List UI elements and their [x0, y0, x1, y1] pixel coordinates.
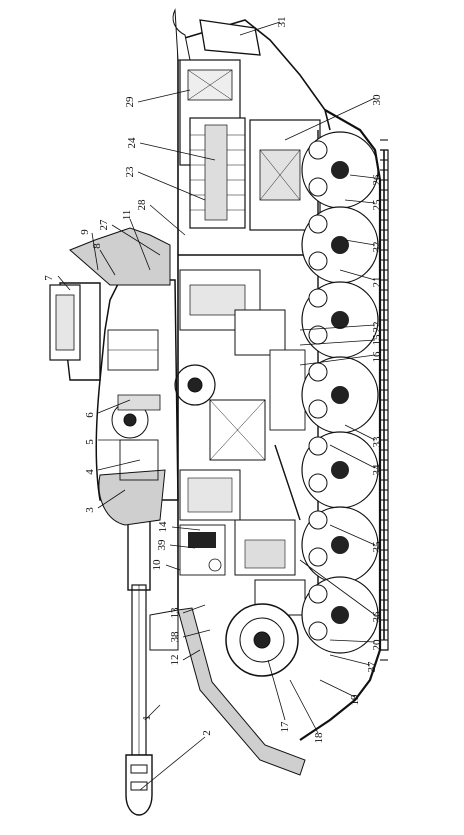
turret [49, 227, 179, 526]
callout-21: 21 [371, 277, 383, 288]
callout-25: 25 [371, 199, 383, 211]
callout-20: 20 [371, 639, 383, 651]
callout-39: 39 [156, 539, 168, 551]
callout-28: 28 [136, 199, 148, 211]
callout-3: 3 [84, 507, 96, 513]
callout-35: 35 [371, 541, 383, 553]
callout-4: 4 [84, 469, 96, 475]
leader-lines [57, 21, 376, 791]
callout-9: 9 [79, 229, 91, 235]
wheel-hub [331, 236, 349, 254]
return-roller [308, 362, 328, 382]
wheel-hub [331, 311, 349, 329]
callout-10: 10 [151, 559, 163, 571]
callout-37: 37 [366, 661, 378, 673]
callout-14: 14 [157, 521, 169, 533]
return-roller [308, 584, 328, 604]
return-roller [308, 251, 328, 271]
road-wheels [301, 131, 379, 654]
callout-29: 29 [124, 96, 136, 108]
callout-19: 19 [349, 694, 361, 706]
callout-6: 6 [84, 412, 96, 418]
return-roller [308, 399, 328, 419]
wheel-hub [331, 461, 349, 479]
return-roller [308, 214, 328, 234]
callout-24: 24 [126, 137, 138, 149]
callout-23: 23 [124, 166, 136, 178]
return-roller [308, 140, 328, 160]
callout-33: 33 [371, 436, 383, 448]
callout-31: 31 [276, 17, 288, 28]
muzzle-brake [125, 754, 153, 816]
return-roller [308, 510, 328, 530]
return-roller [308, 177, 328, 197]
callout-15: 15 [371, 334, 383, 346]
callout-22: 22 [371, 322, 383, 333]
return-roller [308, 288, 328, 308]
callout-32: 32 [371, 242, 383, 253]
callout-30: 30 [371, 94, 383, 106]
callout-38: 38 [169, 631, 181, 643]
callout-16: 16 [371, 351, 383, 363]
callout-8: 8 [91, 243, 103, 249]
wheel-hub [331, 161, 349, 179]
wheel-hub [331, 386, 349, 404]
hull [149, 8, 331, 776]
return-roller [308, 547, 328, 567]
callout-18: 18 [313, 732, 325, 744]
wheel-hub [331, 606, 349, 624]
callout-11: 11 [121, 210, 133, 221]
callout-2: 2 [201, 730, 213, 736]
callout-36: 36 [371, 611, 383, 623]
return-roller [308, 621, 328, 641]
callout-27: 27 [98, 219, 110, 231]
callout-34: 34 [371, 464, 383, 476]
callout-12: 12 [169, 655, 181, 666]
callout-13: 13 [169, 607, 181, 619]
wheel-hub [331, 536, 349, 554]
callout-1: 1 [141, 715, 153, 721]
return-roller [308, 436, 328, 456]
return-roller [308, 473, 328, 493]
callout-7: 7 [43, 275, 55, 281]
callout-5: 5 [84, 439, 96, 445]
callout-labels: 1234567891011121314151617181920212223242… [43, 17, 383, 744]
callout-26: 26 [371, 174, 383, 186]
callout-17: 17 [279, 721, 291, 733]
